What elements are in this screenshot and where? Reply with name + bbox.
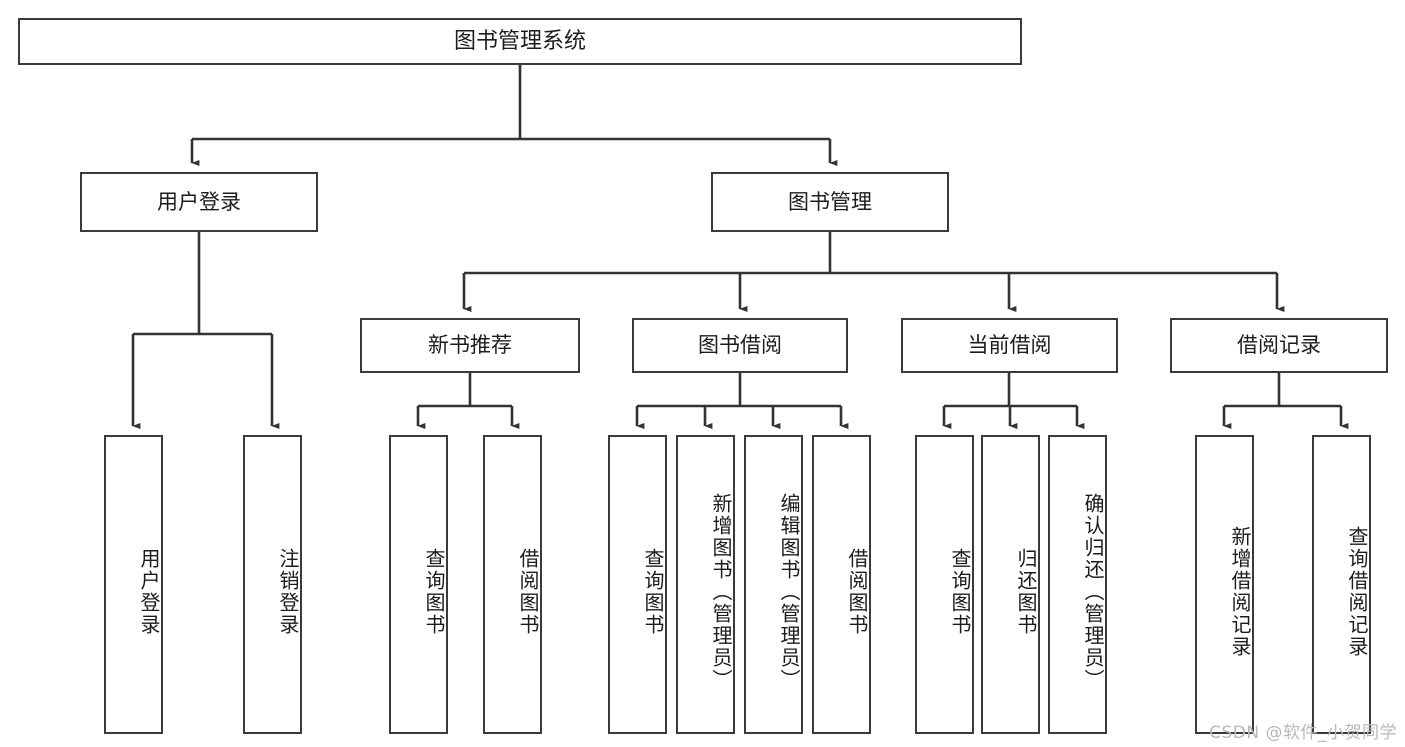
leaf-label: 编辑图书（管理员） — [777, 492, 801, 691]
node-book-borrow[interactable]: 图书借阅 — [632, 318, 848, 373]
leaf-record-add-record[interactable]: 新增借阅记录 — [1195, 435, 1254, 734]
leaf-current-confirm-return-admin[interactable]: 确认归还（管理员） — [1048, 435, 1107, 734]
watermark: CSDN @软件_小贺同学 — [1209, 723, 1397, 743]
node-label: 图书借阅 — [698, 333, 782, 358]
node-label: 图书管理系统 — [453, 28, 586, 54]
leaf-borrow-query-book[interactable]: 查询图书 — [608, 435, 667, 734]
node-current-borrow[interactable]: 当前借阅 — [901, 318, 1118, 373]
leaf-label: 确认归还（管理员） — [1081, 492, 1105, 691]
leaf-record-query-record[interactable]: 查询借阅记录 — [1312, 435, 1371, 734]
node-root-system[interactable]: 图书管理系统 — [18, 18, 1022, 65]
leaf-borrow-borrow-book[interactable]: 借阅图书 — [812, 435, 871, 734]
node-label: 当前借阅 — [967, 333, 1052, 358]
leaf-user-login-signout[interactable]: 注销登录 — [243, 435, 302, 734]
leaf-recommend-borrow-book[interactable]: 借阅图书 — [483, 435, 542, 734]
leaf-label: 新增图书（管理员） — [709, 492, 733, 691]
leaf-user-login-signin[interactable]: 用户登录 — [104, 435, 163, 734]
leaf-label: 用户登录 — [137, 547, 161, 636]
leaf-current-query-book[interactable]: 查询图书 — [915, 435, 974, 734]
node-new-book-recommend[interactable]: 新书推荐 — [360, 318, 580, 373]
leaf-label: 借阅图书 — [516, 547, 540, 636]
leaf-current-return-book[interactable]: 归还图书 — [981, 435, 1040, 734]
leaf-borrow-add-book-admin[interactable]: 新增图书（管理员） — [676, 435, 735, 734]
leaf-label: 借阅图书 — [845, 547, 869, 636]
leaf-label: 查询借阅记录 — [1345, 525, 1369, 658]
leaf-label: 查询图书 — [948, 547, 972, 636]
node-label: 用户登录 — [157, 189, 241, 214]
leaf-borrow-edit-book-admin[interactable]: 编辑图书（管理员） — [744, 435, 803, 734]
node-book-management[interactable]: 图书管理 — [711, 172, 949, 232]
node-label: 图书管理 — [788, 189, 872, 214]
leaf-label: 注销登录 — [276, 547, 300, 636]
leaf-label: 查询图书 — [422, 547, 446, 636]
leaf-recommend-query-book[interactable]: 查询图书 — [389, 435, 448, 734]
leaf-label: 归还图书 — [1014, 547, 1038, 636]
leaf-label: 查询图书 — [641, 547, 665, 636]
leaf-label: 新增借阅记录 — [1228, 525, 1252, 658]
node-label: 借阅记录 — [1237, 333, 1321, 358]
node-label: 新书推荐 — [428, 333, 512, 358]
node-borrow-record[interactable]: 借阅记录 — [1170, 318, 1388, 373]
node-user-login[interactable]: 用户登录 — [80, 172, 318, 232]
